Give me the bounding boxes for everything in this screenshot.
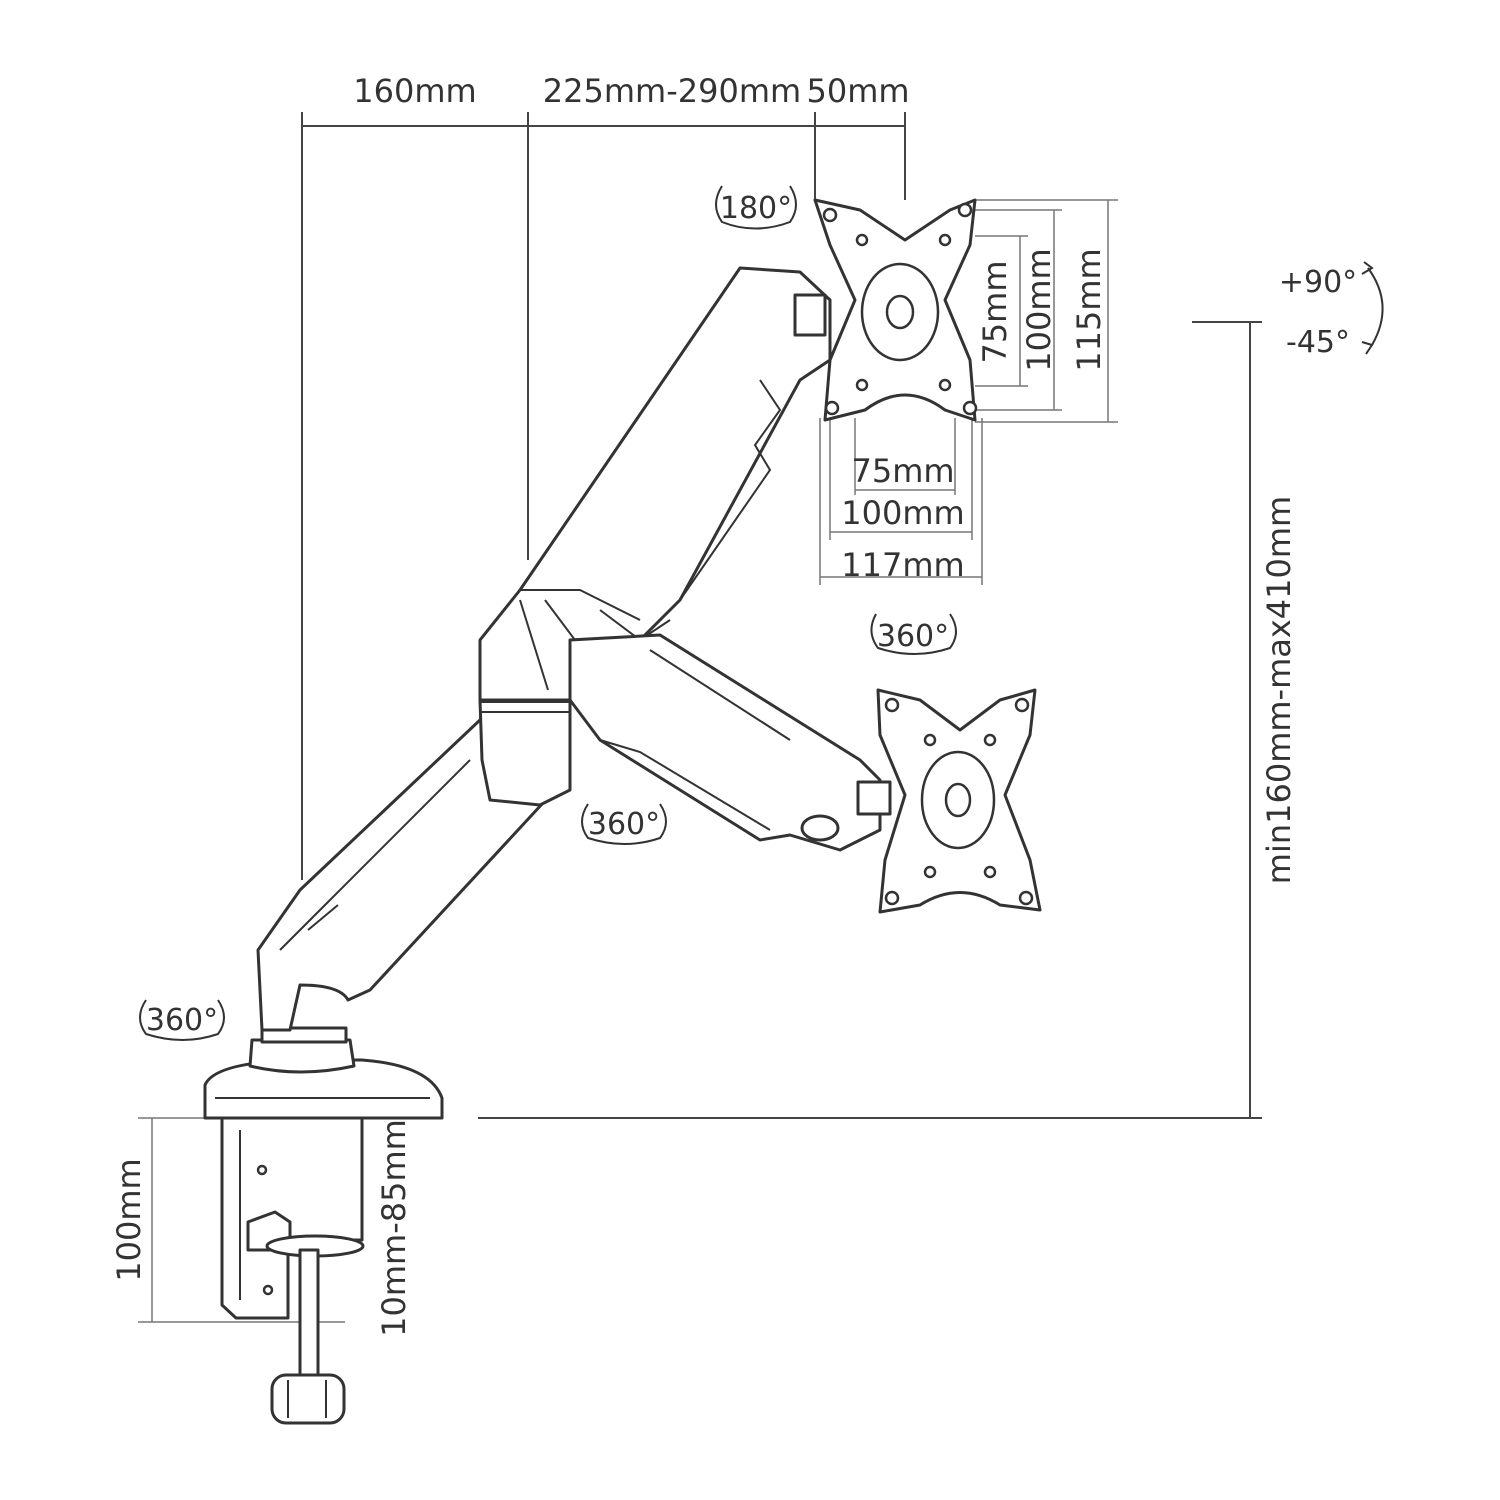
desk-clamp [220, 1099, 412, 1425]
vesa-plate-top [813, 198, 978, 422]
clamp-height-label: 100mm [110, 1158, 148, 1281]
forearm [568, 633, 892, 852]
vesa-plate-bottom [876, 688, 1042, 914]
vesa-v-100-label: 100mm [1020, 248, 1058, 371]
vesa-h-75-label: 75mm [851, 452, 954, 490]
tilt-down-label: -45° [1286, 325, 1350, 360]
arm-reach-1-label: 160mm [353, 72, 476, 110]
plate-offset-label: 50mm [806, 72, 909, 110]
base-swivel-label: 360° [146, 1003, 218, 1038]
rotation-arrows [139, 185, 1384, 1041]
vesa-v-75-label: 75mm [976, 260, 1014, 363]
head-swivel-label: 180° [720, 191, 792, 226]
arm-reach-2-label: 225mm-290mm [543, 72, 801, 110]
base [203, 1026, 444, 1120]
elbow-swivel-label: 360° [588, 807, 660, 842]
plate-height-label: 115mm [1070, 248, 1108, 371]
height-range-label: min160mm-max410mm [1260, 496, 1298, 884]
vesa-h-100-label: 100mm [841, 494, 964, 532]
plate-width-label: 117mm [841, 546, 964, 584]
elbow-joint [478, 698, 572, 807]
dimension-lines [138, 112, 1262, 1323]
tilt-up-label: +90° [1279, 265, 1357, 300]
head-rotate-label: 360° [877, 619, 949, 654]
desk-thickness-label: 10mm-85mm [375, 1119, 413, 1337]
